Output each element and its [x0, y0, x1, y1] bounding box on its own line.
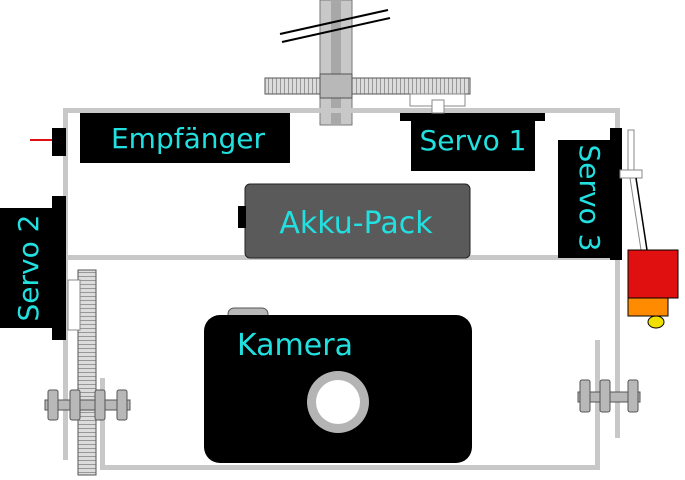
battery-pack: Akku-Pack — [238, 183, 471, 259]
left-axle — [44, 389, 131, 421]
servo-1: Servo 1 — [400, 99, 545, 171]
receiver-label: Empfänger — [111, 122, 266, 155]
servo-3: Servo 3 — [558, 128, 622, 260]
servo-2-label: Servo 2 — [12, 215, 45, 322]
lower-frame — [100, 340, 600, 470]
battery-label: Akku-Pack — [279, 206, 433, 241]
camera-label: Kamera — [237, 328, 353, 363]
servo-3-label: Servo 3 — [573, 145, 606, 252]
left-gear — [67, 269, 97, 476]
receiver: Empfänger — [30, 113, 290, 163]
trigger-mechanism — [619, 129, 679, 329]
top-shaft — [279, 0, 391, 126]
camera: Kamera — [204, 307, 472, 463]
right-axle — [577, 379, 641, 413]
servo-1-label: Servo 1 — [420, 124, 527, 157]
servo-2: Servo 2 — [0, 196, 66, 340]
